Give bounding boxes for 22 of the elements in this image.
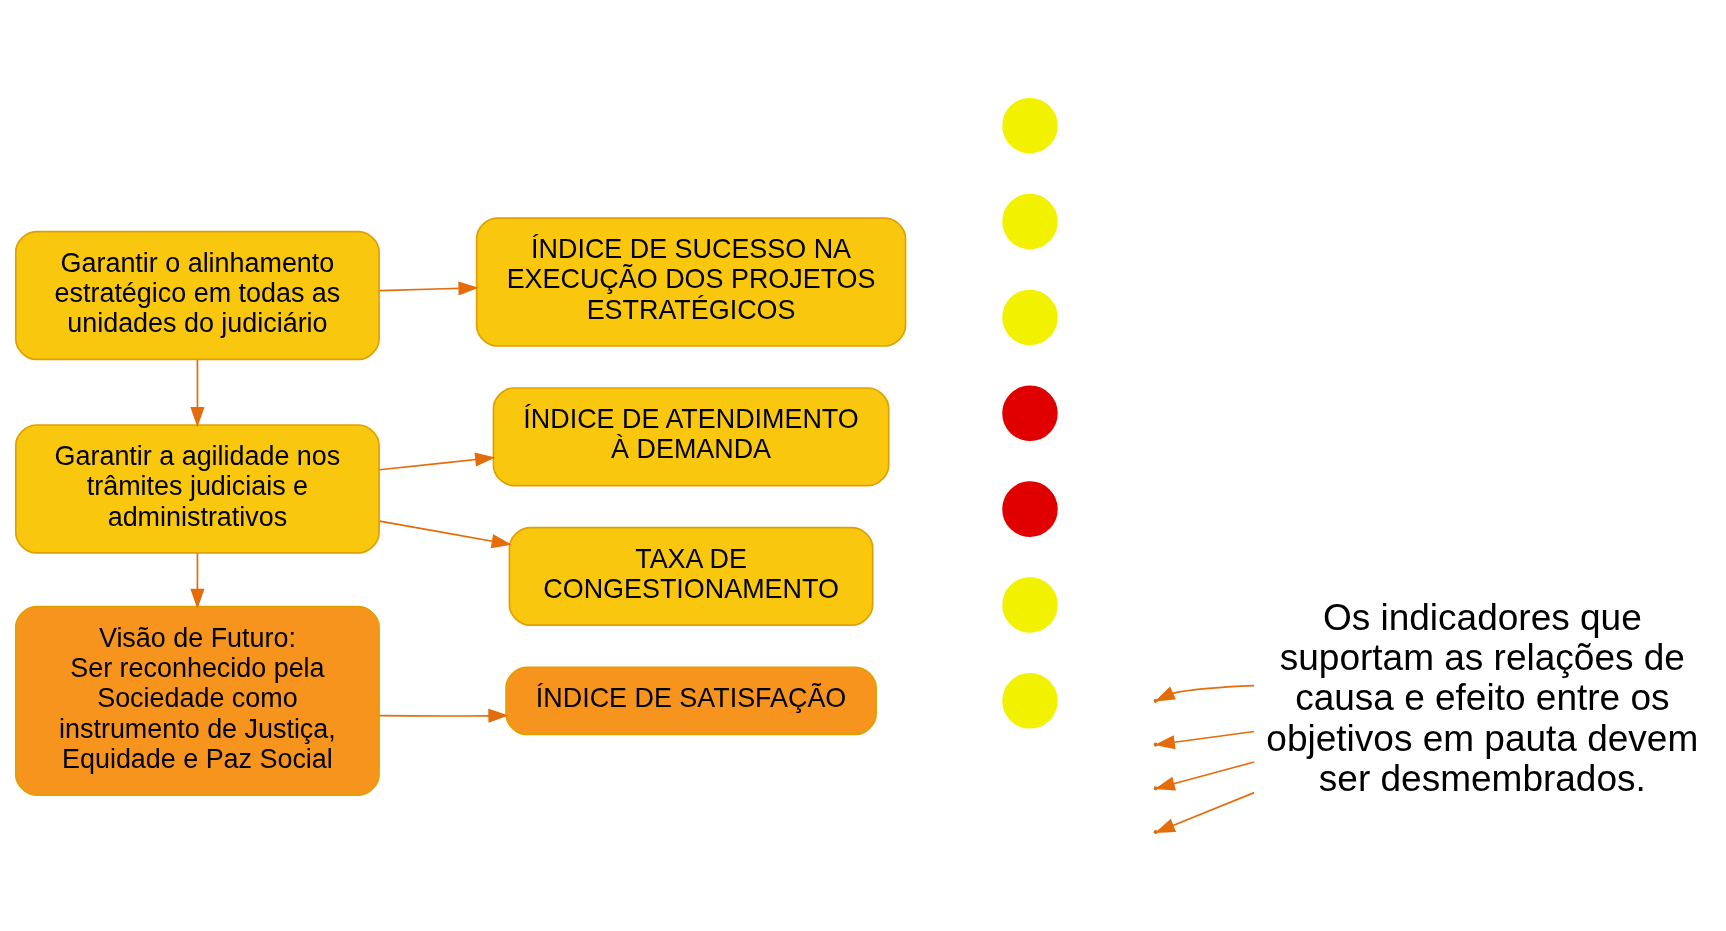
arrow bbox=[378, 519, 512, 548]
node-circle bbox=[1002, 289, 1058, 345]
node-box: ÍNDICE DE SUCESSO NA EXECUÇÃO DOS PROJETOS ESTRATÉGICOS bbox=[475, 216, 907, 347]
node-circle bbox=[1002, 97, 1058, 153]
node-circle bbox=[1002, 672, 1058, 729]
arrow bbox=[378, 452, 496, 471]
arrow bbox=[378, 708, 509, 723]
arrow bbox=[190, 551, 205, 609]
arrow bbox=[190, 358, 205, 427]
node-box: Visão de Futuro: Ser reconhecido pela Sociedade como instrumento de Justiça, Equidade e Paz Social bbox=[14, 605, 380, 796]
arrow bbox=[1154, 684, 1255, 701]
node-box: TAXA DE CONGESTIONAMENTO bbox=[508, 526, 874, 626]
node-box: Garantir o alinhamento estratégico em todas as unidades do judiciário bbox=[14, 230, 380, 360]
node-box: Garantir a agilidade nos trâmites judiciais e administrativos bbox=[14, 423, 380, 554]
arrow bbox=[378, 280, 479, 295]
node-circle bbox=[1002, 480, 1058, 537]
node-box: ÍNDICE DE SATISFAÇÃO bbox=[505, 665, 877, 735]
node-text: Os indicadores que suportam as relações de causa e efeito entre os objetivos em pauta devem ser desmembrados. bbox=[1266, 596, 1699, 799]
node-circle bbox=[1002, 576, 1058, 633]
node-circle bbox=[1002, 385, 1058, 441]
node-box: ÍNDICE DE ATENDIMENTO À DEMANDA bbox=[492, 386, 890, 486]
node-circle bbox=[1002, 193, 1058, 249]
